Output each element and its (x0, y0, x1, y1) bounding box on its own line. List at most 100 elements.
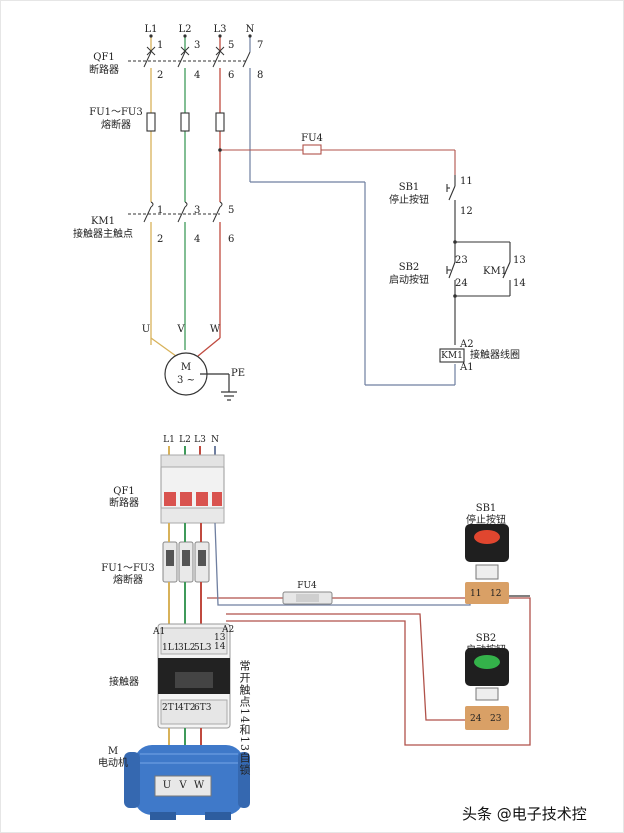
qf1-bottom-number-6: 6 (228, 70, 235, 81)
contactor-terminal-a1: A1 (153, 627, 166, 637)
motor-symbol (164, 352, 237, 401)
contactor-self-lock-note: 常开触点14和13自锁 (238, 660, 251, 776)
contactor-terminal-3l2: 3L2 (178, 643, 196, 653)
km1-main-label-name: 接触器主触点 (73, 229, 133, 240)
watermark-text: 头条 @电子技术控 (462, 805, 587, 823)
qf1-top-number-5: 5 (228, 40, 235, 51)
wiring-sb2-number-24: 24 (470, 714, 482, 724)
sb1-number-11: 11 (460, 176, 473, 187)
qf1-breaker-device (160, 454, 225, 524)
km1-aux-label: KM1 (483, 266, 508, 277)
contactor-device (157, 623, 231, 729)
coil-box-label: KM1 (441, 351, 463, 361)
control-circuit-wire (220, 144, 456, 175)
contactor-terminal-6t3: 6T3 (194, 703, 212, 713)
wiring-contactor-label: 接触器 (109, 677, 139, 688)
contactor-terminal-a2: A2 (222, 625, 235, 635)
sb2-label-name: 启动按钮 (389, 275, 429, 286)
fu4-fuse-device (282, 591, 333, 605)
motor-symbol-sub: 3 ~ (177, 375, 195, 386)
wiring-fu4-label: FU4 (297, 581, 317, 591)
terminal-dots (149, 34, 457, 298)
fu4-label: FU4 (301, 133, 323, 144)
wiring-sb1-name: 停止按钮 (466, 515, 506, 526)
terminal-label-l3: L3 (213, 24, 227, 35)
control-circuit-black (439, 175, 511, 363)
wiring-terminal-l2: L2 (179, 435, 191, 445)
qf1-bottom-number-8: 8 (257, 70, 264, 81)
motor-device (124, 745, 250, 820)
sb2-label-code: SB2 (398, 262, 420, 273)
sb2-start-button-device (465, 648, 509, 730)
sb2-number-24: 24 (455, 278, 468, 289)
km1-aux-number-14: 14 (513, 278, 526, 289)
contactor-terminal-1l1: 1L1 (162, 643, 180, 653)
motor-terminal-v: V (179, 780, 187, 791)
km1-aux-number-13: 13 (513, 255, 526, 266)
motor-phase-v: V (177, 324, 185, 335)
fuse-label-code: FU1～FU3 (89, 107, 143, 118)
km1-top-number-1: 1 (157, 205, 164, 216)
fu1-fu3-fuse-device (162, 541, 210, 583)
qf1-breaker-symbol (128, 46, 251, 68)
km1-main-label-code: KM1 (90, 216, 116, 227)
terminal-label-n: N (245, 24, 255, 35)
km1-bottom-number-2: 2 (157, 234, 164, 245)
sb1-stop-button-device (465, 524, 509, 604)
sb2-number-23: 23 (455, 255, 468, 266)
qf1-top-number-3: 3 (194, 40, 201, 51)
km1-top-number-3: 3 (194, 205, 201, 216)
coil-number-a2: A2 (460, 339, 474, 350)
wiring-sb2-code: SB2 (475, 633, 497, 644)
terminal-label-l1: L1 (144, 24, 158, 35)
wiring-sb2-name: 启动按钮 (466, 645, 506, 656)
sb1-label-code: SB1 (398, 182, 420, 193)
contactor-terminal-2t1: 2T1 (162, 703, 180, 713)
motor-terminal-w: W (193, 780, 205, 791)
pe-label: PE (231, 368, 246, 379)
wiring-motor-code: M (107, 746, 119, 757)
contactor-terminal-5l3: 5L3 (194, 643, 212, 653)
contactor-terminal-13: 13 (214, 633, 226, 643)
wiring-sb1-number-11: 11 (470, 589, 482, 599)
motor-phase-u: U (141, 324, 151, 335)
sb1-number-12: 12 (460, 206, 473, 217)
watermark: 头条 @电子技术控 (462, 803, 587, 824)
phase-l1-wire (150, 36, 177, 357)
wiring-qf1-code: QF1 (113, 486, 135, 497)
qf1-bottom-number-2: 2 (157, 70, 164, 81)
wiring-terminal-l1: L1 (163, 435, 175, 445)
wiring-sb1-number-12: 12 (490, 589, 502, 599)
sb1-label-name: 停止按钮 (389, 195, 429, 206)
contactor-terminal-4t2: 4T2 (178, 703, 196, 713)
km1-bottom-number-6: 6 (228, 234, 235, 245)
neutral-wire (249, 36, 456, 386)
terminal-label-l2: L2 (178, 24, 192, 35)
wiring-sb2-number-23: 23 (490, 714, 502, 724)
motor-phase-w: W (209, 324, 221, 335)
coil-number-a1: A1 (460, 362, 474, 373)
qf1-top-number-1: 1 (157, 40, 164, 51)
fu1-fu3-fuse-symbol (146, 112, 225, 132)
motor-terminal-u: U (162, 780, 172, 791)
phase-l3-wire (197, 36, 221, 357)
km1-top-number-5: 5 (228, 205, 235, 216)
km1-bottom-number-4: 4 (194, 234, 201, 245)
wiring-fuse-code: FU1～FU3 (101, 563, 155, 574)
fuse-label-name: 熔断器 (101, 120, 131, 131)
km1-main-contact-symbol (128, 201, 223, 223)
qf1-bottom-number-4: 4 (194, 70, 201, 81)
coil-label: 接触器线圈 (470, 350, 520, 361)
wiring-qf1-name: 断路器 (109, 498, 139, 509)
wiring-sb1-code: SB1 (475, 503, 497, 514)
qf1-label-name: 断路器 (89, 65, 119, 76)
qf1-top-number-7: 7 (257, 40, 264, 51)
wiring-terminal-l3: L3 (194, 435, 206, 445)
wiring-motor-name: 电动机 (98, 758, 128, 769)
motor-symbol-letter: M (180, 362, 192, 373)
contactor-terminal-14: 14 (214, 642, 226, 652)
qf1-label-code: QF1 (93, 52, 115, 63)
wiring-terminal-n: N (211, 435, 219, 445)
